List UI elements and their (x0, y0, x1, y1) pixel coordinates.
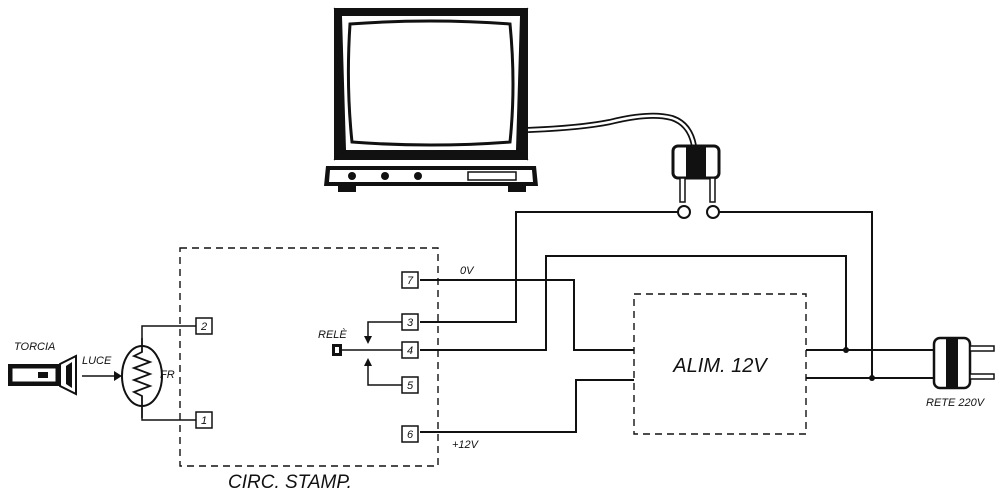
light-label: LUCE (82, 355, 112, 367)
photoresistor-label: FR (160, 369, 175, 381)
svg-text:2: 2 (200, 321, 207, 333)
svg-text:1: 1 (201, 415, 207, 427)
terminal-5: 5 (401, 376, 419, 394)
svg-text:3: 3 (407, 317, 414, 329)
terminal-7: 7 (401, 271, 419, 289)
svg-text:7: 7 (407, 275, 414, 287)
tv-cable (527, 112, 697, 147)
relay-label: RELÈ (318, 328, 347, 341)
flashlight-label: TORCIA (14, 341, 55, 353)
relay-contacts (332, 321, 402, 386)
power-supply-label: ALIM. 12V (672, 355, 768, 377)
svg-text:5: 5 (407, 380, 414, 392)
flashlight-icon (8, 354, 77, 396)
terminal-1: 1 (195, 411, 213, 429)
wire-socket-to-mains (719, 211, 873, 376)
terminal-3: 3 (401, 313, 419, 331)
tv-plug (671, 144, 721, 219)
plus-12v-label: +12V (452, 439, 480, 451)
terminal-2: 2 (195, 317, 213, 335)
printed-circuit-box (179, 247, 439, 467)
svg-text:4: 4 (407, 345, 413, 357)
svg-text:6: 6 (407, 429, 414, 441)
terminal-4: 4 (401, 341, 419, 359)
terminal-6: 6 (401, 425, 419, 443)
mains-label: RETE 220V (926, 397, 986, 409)
power-supply-box (633, 293, 807, 435)
wire-plus12v (420, 379, 634, 433)
television (324, 7, 538, 192)
wire-4-to-mains (420, 255, 847, 351)
photoresistor (121, 325, 196, 421)
zero-volt-label: 0V (460, 265, 475, 277)
wire-0v (420, 279, 634, 351)
mains-plug (932, 336, 995, 390)
printed-circuit-label: CIRC. STAMP. (228, 472, 352, 491)
wire-socket-to-3 (420, 211, 678, 323)
